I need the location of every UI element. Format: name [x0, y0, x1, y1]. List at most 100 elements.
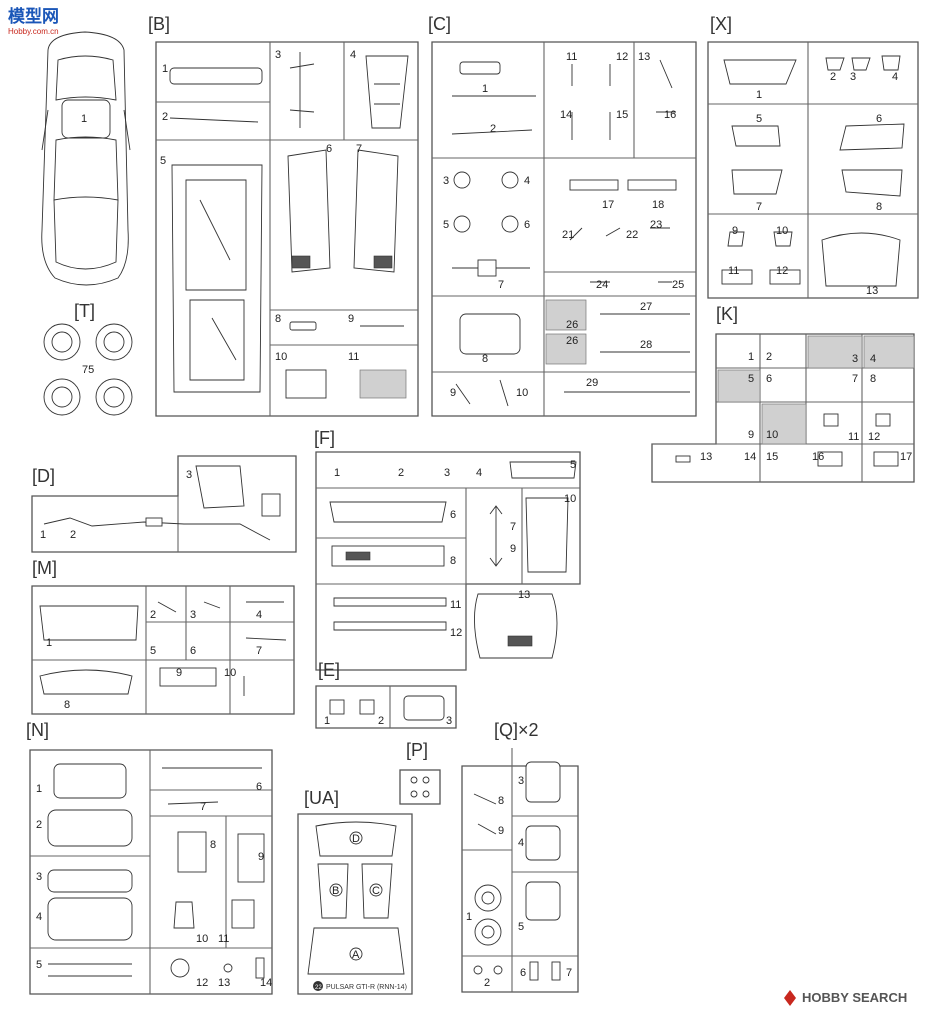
c-part-28: 28: [640, 339, 652, 351]
c-part-9: 9: [450, 387, 456, 399]
hobby-search-text: HOBBY SEARCH: [802, 990, 907, 1005]
group-label-ua: [UA]: [304, 788, 339, 808]
footer-badge-circle: [313, 981, 323, 991]
b-part-11: 11: [348, 351, 359, 363]
k-part-14: 14: [744, 451, 756, 463]
hobby-search-watermark: HOBBY SEARCH: [784, 990, 907, 1006]
b-part-5: 5: [160, 155, 166, 167]
m-part-8: 8: [64, 699, 70, 711]
f-part-2: 2: [398, 467, 404, 479]
group-label-c: [C]: [428, 14, 451, 34]
group-ua: [UA] D B C A 22 PULSAR GTI-R (RNN-14): [297, 788, 413, 995]
group-p: [P]: [399, 740, 441, 805]
m-part-5: 5: [150, 645, 156, 657]
footer-badge: 22: [315, 985, 322, 991]
f-part-13: 13: [518, 589, 530, 601]
group-label-d: [D]: [32, 466, 55, 486]
ua-part-a: A: [352, 949, 360, 961]
group-label-p: [P]: [406, 740, 428, 760]
m-part-2: 2: [150, 609, 156, 621]
n-part-5: 5: [36, 959, 42, 971]
watermark-logo: 模型网 Hobby.com.cn: [8, 6, 59, 36]
x-part-9: 9: [732, 225, 738, 237]
ua-part-c: C: [372, 885, 380, 897]
c-part-8: 8: [482, 353, 488, 365]
e-part-3: 3: [446, 715, 452, 727]
x-part-7: 7: [756, 201, 762, 213]
hobby-search-icon: [784, 990, 796, 1006]
x-part-2: 2: [830, 71, 836, 83]
ua-part-b: B: [332, 885, 339, 897]
c-part-3: 3: [443, 175, 449, 187]
c-part-21: 21: [562, 229, 574, 241]
b-part-1: 1: [162, 63, 168, 75]
n-part-12: 12: [196, 977, 208, 989]
k-part-11: 11: [848, 431, 859, 443]
c-part-29: 29: [586, 377, 598, 389]
b-part-7: 7: [356, 143, 362, 155]
k-part-1: 1: [748, 351, 754, 363]
c-part-22: 22: [626, 229, 638, 241]
n-part-10: 10: [196, 933, 208, 945]
x-part-6: 6: [876, 113, 882, 125]
x-part-3: 3: [850, 71, 856, 83]
f-part-3: 3: [444, 467, 450, 479]
e-part-2: 2: [378, 715, 384, 727]
d-part-3: 3: [186, 469, 192, 481]
group-f: [F] 1 2 3 4 5 6 7 8 9 10 11 12 13: [314, 428, 581, 671]
x-part-8: 8: [876, 201, 882, 213]
c-part-16: 16: [664, 109, 676, 121]
ua-part-d: D: [352, 833, 360, 845]
group-x: [X] 1 2 3 4 5 6 7 8 9 10 11 12 13: [707, 14, 919, 299]
t-part-75: 75: [82, 364, 94, 376]
f-part-9: 9: [510, 543, 516, 555]
c-part-11: 11: [566, 51, 577, 63]
m-part-4: 4: [256, 609, 262, 621]
group-label-x: [X]: [710, 14, 732, 34]
x-part-12: 12: [776, 265, 788, 277]
group-label-b: [B]: [148, 14, 170, 34]
k-part-13: 13: [700, 451, 712, 463]
n-part-14: 14: [260, 977, 272, 989]
q-part-6: 6: [520, 967, 526, 979]
k-part-6: 6: [766, 373, 772, 385]
group-t: [T] 75: [43, 301, 133, 416]
f-part-11: 11: [450, 599, 461, 611]
c-part-13: 13: [638, 51, 650, 63]
group-label-t: [T]: [74, 301, 95, 321]
k-part-12: 12: [868, 431, 880, 443]
group-label-e: [E]: [318, 660, 340, 680]
x-part-13: 13: [866, 285, 878, 297]
c-part-7: 7: [498, 279, 504, 291]
n-part-6: 6: [256, 781, 262, 793]
q-part-8: 8: [498, 795, 504, 807]
n-part-2: 2: [36, 819, 42, 831]
c-part-26a: 26: [566, 319, 578, 331]
n-part-3: 3: [36, 871, 42, 883]
f-part-5: 5: [570, 459, 576, 471]
k-part-3: 3: [852, 353, 858, 365]
group-m: [M] 1 2 3 4 5 6 7 8 9 10: [31, 558, 295, 715]
k-part-10: 10: [766, 429, 778, 441]
b-part-9: 9: [348, 313, 354, 325]
b-part-2: 2: [162, 111, 168, 123]
k-part-15: 15: [766, 451, 778, 463]
b-part-4: 4: [350, 49, 356, 61]
x-part-1: 1: [756, 89, 762, 101]
c-part-24: 24: [596, 279, 608, 291]
k-part-9: 9: [748, 429, 754, 441]
n-part-4: 4: [36, 911, 42, 923]
group-b: [B] 1 2 3 4 5 6 7 8 9 10 11: [148, 14, 419, 417]
f-part-6: 6: [450, 509, 456, 521]
n-part-13: 13: [218, 977, 230, 989]
car-body-part: 1: [41, 31, 131, 286]
x-part-10: 10: [776, 225, 788, 237]
q-part-9: 9: [498, 825, 504, 837]
group-q: [Q]×2 1 2 3 4 5 6 7 8 9: [461, 720, 579, 993]
group-k: [K] 1 2 3 4 5 6 7 8 9 10 11 12 13 14 15 …: [651, 304, 915, 483]
c-part-25: 25: [672, 279, 684, 291]
c-part-6: 6: [524, 219, 530, 231]
n-part-7: 7: [200, 801, 206, 813]
c-part-4: 4: [524, 175, 530, 187]
group-e: [E] 1 2 3: [315, 660, 457, 729]
